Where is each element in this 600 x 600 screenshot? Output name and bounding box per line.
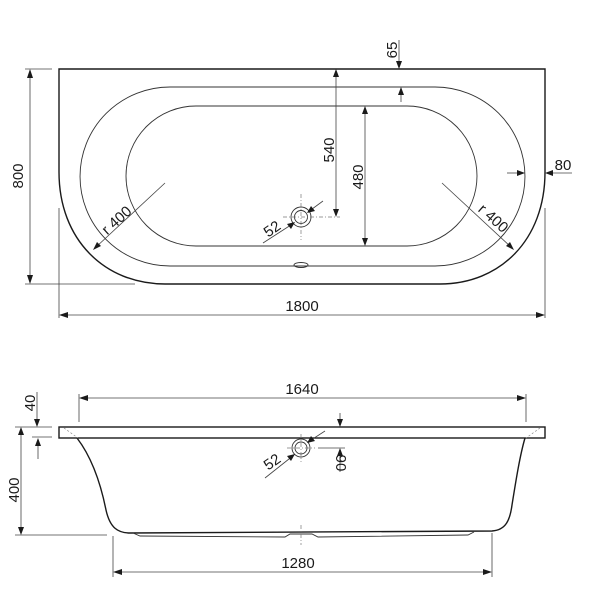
dim-label-540: 540 [321, 137, 338, 162]
dim-label-80: 80 [555, 157, 572, 174]
dim-height: 400 [6, 426, 107, 536]
overflow-slot-icon [293, 262, 309, 268]
dim-inner-width: 480 [350, 106, 368, 246]
top-view-outer-outline [58, 68, 546, 285]
dim-label-1800: 1800 [285, 298, 318, 315]
dim-drain-to-back: 540 [321, 69, 339, 217]
top-view: 800 1800 65 80 [10, 40, 572, 318]
dim-bottom-length: 1280 [112, 533, 493, 577]
dim-radius-left: r 400 [93, 182, 166, 250]
side-view-body [76, 437, 526, 534]
dim-rim-thickness: 40 [22, 392, 52, 459]
dim-label-800: 800 [10, 163, 27, 188]
dim-label-90: 90 [332, 455, 349, 472]
dim-label-52-side: 52 [261, 451, 284, 474]
dim-label-480: 480 [350, 164, 367, 189]
dim-radius-right: r 400 [441, 182, 514, 250]
drain-icon [283, 194, 340, 240]
dim-label-1280: 1280 [281, 555, 314, 572]
side-view-rim [58, 426, 546, 439]
dim-top-length: 1640 [78, 381, 527, 422]
side-view: 1640 1280 400 40 [6, 381, 546, 577]
dim-overflow-diameter: 52 [261, 430, 326, 479]
top-view-rim-oval [79, 86, 526, 267]
overflow-icon [287, 434, 315, 462]
dim-overall-length: 1800 [58, 208, 546, 318]
dim-label-1640: 1640 [285, 381, 318, 398]
dim-label-65: 65 [384, 42, 401, 59]
dim-label-400: 400 [6, 477, 23, 502]
top-view-basin-oval [125, 105, 478, 247]
dim-rim-top: 65 [384, 40, 404, 102]
dim-overflow-height: 90 [318, 413, 349, 472]
dim-label-52-top: 52 [261, 218, 284, 241]
dim-overall-width: 800 [10, 68, 135, 285]
dim-label-40: 40 [22, 395, 39, 412]
dim-rim-side: 80 [507, 157, 572, 176]
dim-drain-diameter: 52 [261, 200, 324, 244]
dim-label-r400-left: r 400 [99, 203, 136, 239]
